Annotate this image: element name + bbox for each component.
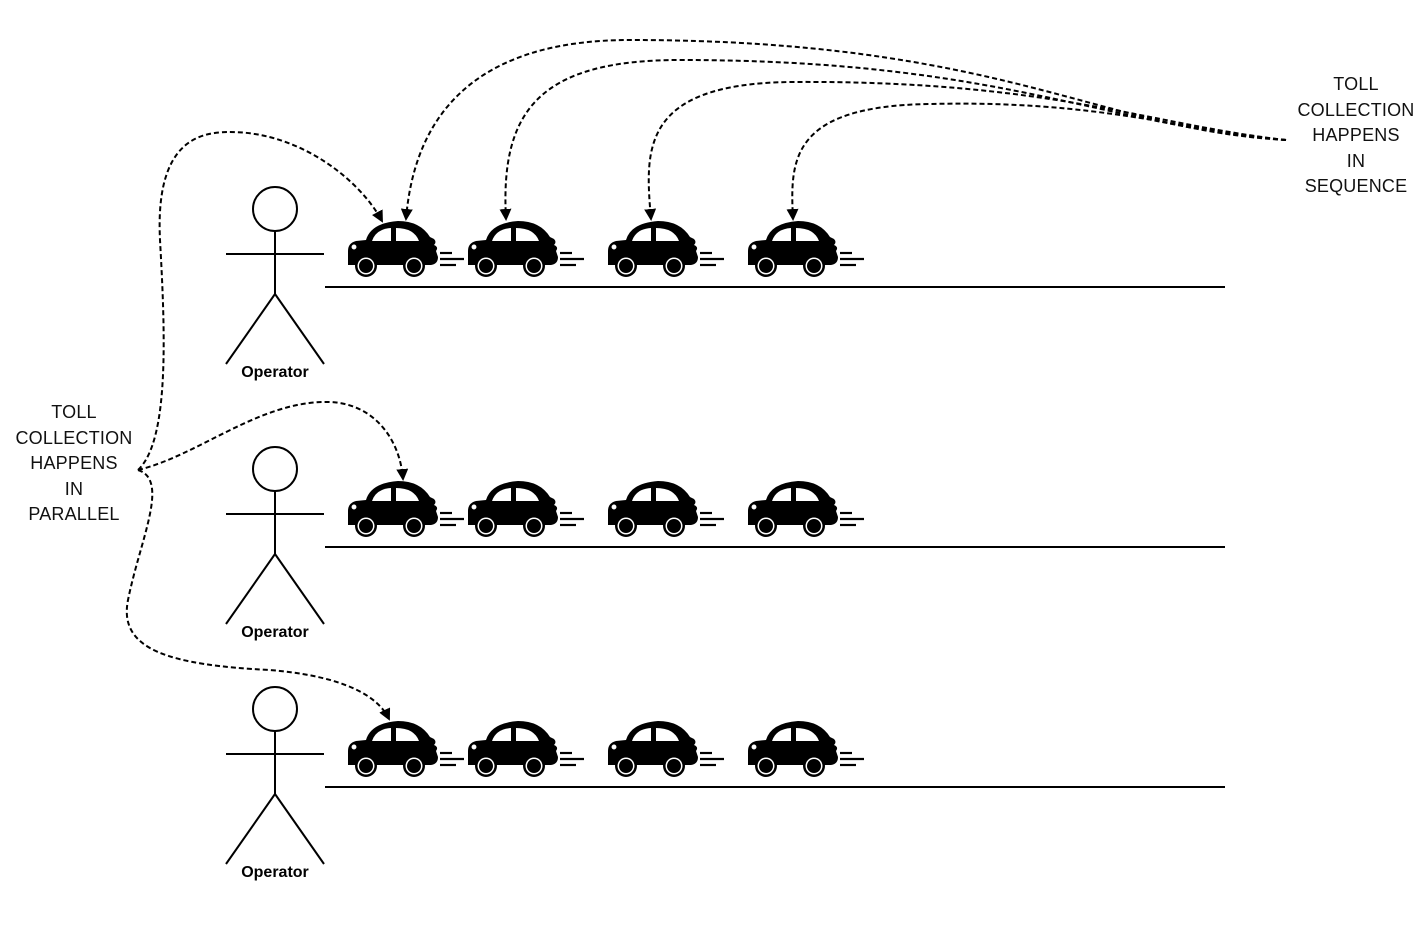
- sequence-label: TOLL COLLECTION HAPPENS IN SEQUENCE: [1294, 72, 1418, 200]
- sequence-arrow: [786, 102, 1287, 221]
- lane-1: [225, 186, 1225, 365]
- sequence-label-line: HAPPENS: [1312, 125, 1400, 145]
- car-icon: [346, 479, 466, 539]
- car-icon: [746, 479, 866, 539]
- sequence-label-line: SEQUENCE: [1304, 176, 1408, 196]
- operator-label: Operator: [241, 364, 309, 381]
- parallel-arrow: [137, 130, 383, 471]
- car-icon: [606, 479, 726, 539]
- lane-2: [225, 446, 1225, 625]
- car-icon: [746, 219, 866, 279]
- operator-figure: [225, 186, 325, 365]
- car-icon: [746, 719, 866, 779]
- sequence-arrow: [400, 38, 1287, 221]
- parallel-label-line: TOLL: [51, 402, 97, 422]
- car-icon: [346, 219, 466, 279]
- car-icon: [466, 719, 586, 779]
- operator-label: Operator: [241, 864, 309, 881]
- lane-3: [225, 686, 1225, 865]
- parallel-arrow: [137, 400, 409, 481]
- parallel-label-line: IN: [64, 478, 84, 499]
- car-icon: [606, 219, 726, 279]
- operator-figure: [225, 686, 325, 865]
- car-icon: [606, 719, 726, 779]
- parallel-arrows: [125, 130, 409, 721]
- car-icon: [466, 219, 586, 279]
- car-icon: [346, 719, 466, 779]
- sequence-arrows: [400, 38, 1287, 221]
- parallel-label-line: PARALLEL: [28, 504, 120, 524]
- operator-label: Operator: [241, 624, 309, 641]
- sequence-label-line: TOLL: [1333, 74, 1379, 94]
- sequence-label-line: IN: [1346, 150, 1366, 171]
- car-icon: [466, 479, 586, 539]
- sequence-arrow: [644, 80, 1287, 221]
- parallel-label-line: HAPPENS: [30, 453, 118, 473]
- operator-figure: [225, 446, 325, 625]
- parallel-label-line: COLLECTION: [15, 427, 133, 448]
- sequence-label-line: COLLECTION: [1297, 99, 1415, 120]
- parallel-label: TOLL COLLECTION HAPPENS IN PARALLEL: [12, 400, 136, 528]
